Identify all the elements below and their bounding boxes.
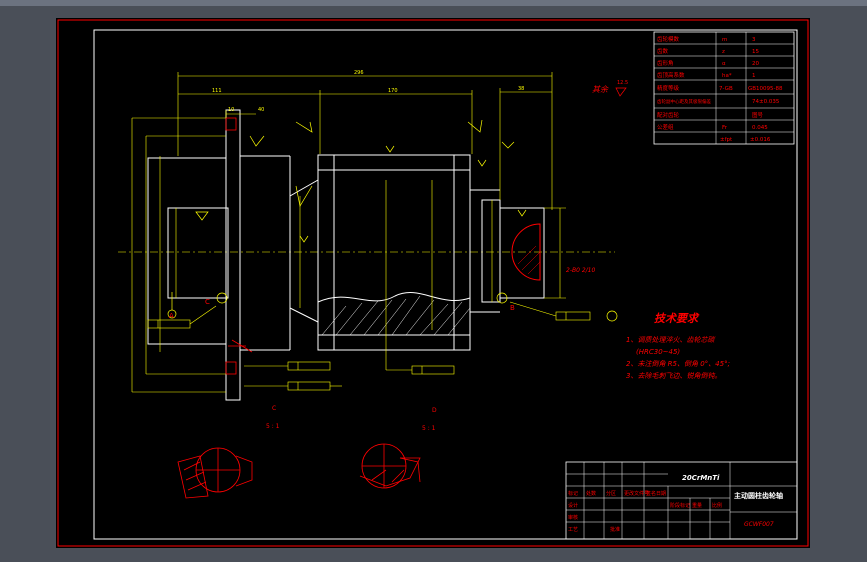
dim-small-10: 10 [228,107,234,113]
tb-stage-scale: 比例 [712,502,722,509]
param-6-name: 配对齿轮 [657,111,680,119]
dim-overall: 296 [354,70,364,76]
dim-left-section: 111 [212,88,222,94]
param-1-sym: z [722,49,725,55]
viewer-top-edge [0,0,867,6]
param-4-name: 精度等级 [657,84,680,92]
param-table: 齿轮模数 m 3 齿数 z 15 齿形角 α 20 齿顶高系数 ha* 1 精度… [653,31,795,145]
param-6-val: 图号 [752,111,764,119]
drawing-number-label: GCWF007 [744,521,774,528]
param-2-name: 齿形角 [657,59,674,67]
tech-requirements-title: 技术要求 [654,312,700,325]
dim-gear-width: 170 [388,88,398,94]
tb-row-review: 审核 [568,514,578,521]
tb-label-change: 更改文件号 [624,490,649,497]
param-8-sym: ±fpt [720,137,733,143]
section-view-labels: C 5 : 1 D 5 : 1 [266,405,437,432]
title-block: 标记 处数 分区 更改文件号 签名 日期 设计 审核 工艺 批准 阶段标记 重量… [565,461,798,540]
flange-markers [225,117,253,375]
material-label: 20CrMnTi [682,474,720,482]
param-7-sym: Fr [722,125,728,131]
param-7-val: 0.045 [752,125,768,131]
param-1-name: 齿数 [657,47,669,55]
datum-circle-b [496,292,508,304]
param-4-sym: 7-GB [719,86,733,92]
datum-circle-c [216,292,228,304]
tb-stage-weight: 重量 [692,502,702,509]
param-1-val: 15 [752,49,759,55]
tech-req-item-2: (HRC30~45) [636,348,680,356]
dimension-text: 296 111 170 38 10 40 [212,70,524,113]
param-0-val: 3 [752,37,756,43]
param-5-val: 74±0.035 [752,99,780,105]
param-7-name: 公差组 [657,123,674,131]
tech-req-item-3: 2、未注倒角 R5、倒角 0°、45°; [626,360,730,368]
roughness-marks [195,119,527,243]
param-5-name: 齿轮副中心距及其极限偏差 [657,98,711,105]
label-b: B [510,304,515,312]
tb-label-count: 处数 [586,490,596,497]
shaft-geometry [147,109,545,401]
roughness-rest-symbol [615,87,627,97]
section-d-letter: D [432,407,437,414]
feature-markers [167,292,618,322]
dim-small-40: 40 [258,107,264,113]
section-c-letter: C [272,405,276,412]
tech-requirements: 技术要求 1、调质处理淬火、齿轮芯碳 (HRC30~45) 2、未注倒角 R5、… [626,312,730,380]
inner-border [93,29,798,540]
section-c-scale: 5 : 1 [266,423,280,430]
roughness-rest-value: 12.5 [617,80,628,86]
feature-labels: A C B 2-B0 2/10 [169,267,595,320]
label-c: C [205,298,210,306]
dim-right-section: 38 [518,86,524,92]
param-0-sym: m [722,37,727,43]
sheet-background [56,18,810,548]
part-name-label: 主动圆柱齿轮轴 [734,491,783,500]
tolerance-frames [147,301,591,391]
tech-req-item-4: 3、去除毛刺飞边、锐角倒钝。 [626,372,721,380]
param-3-val: 1 [752,73,756,79]
section-detail-d [359,443,421,489]
section-d-scale: 5 : 1 [422,425,436,432]
param-2-val: 20 [752,61,759,67]
param-3-name: 齿顶高系数 [657,71,685,79]
tb-label-sign: 签名 [646,490,656,497]
param-8-val: ±0.016 [750,137,771,143]
tech-req-item-1: 1、调质处理淬火、齿轮芯碳 [626,336,715,344]
param-3-sym: ha* [722,73,732,79]
center-hole-note: 2-B0 2/10 [566,267,595,274]
tb-stage-mark: 阶段标记 [670,502,690,509]
roughness-rest-label: 其余 [592,85,609,94]
dimension-lines [131,72,566,393]
section-hatching [317,223,541,336]
outer-border [57,19,809,547]
tb-label-date: 日期 [656,491,666,497]
datum-circle-b2 [606,310,618,322]
param-0-name: 齿轮模数 [657,35,680,43]
tb-row-approve: 批准 [610,526,620,533]
tb-label-zone: 分区 [606,490,616,497]
tb-row-process: 工艺 [568,527,578,533]
tb-row-design: 设计 [568,502,578,509]
tb-label-mark: 标记 [568,490,578,497]
label-a: A [169,312,174,320]
section-detail-c [177,447,253,499]
param-4-val: GB10095-88 [748,86,783,92]
param-2-sym: α [722,61,726,67]
